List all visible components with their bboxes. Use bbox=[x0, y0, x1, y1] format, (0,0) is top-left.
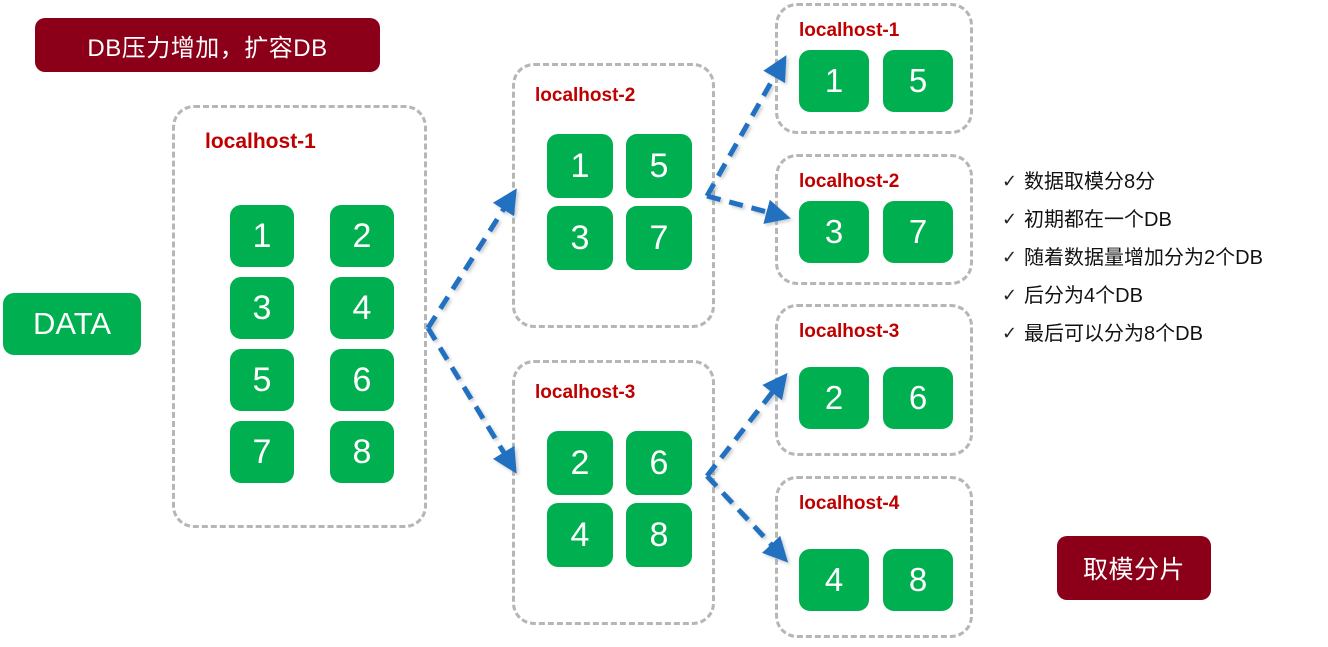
host-title: localhost-3 bbox=[799, 321, 900, 342]
shard-cell: 8 bbox=[883, 549, 953, 611]
shard-cell: 8 bbox=[626, 503, 692, 567]
check-icon: ✓ bbox=[1002, 209, 1018, 229]
host-title: localhost-4 bbox=[799, 493, 900, 514]
list-item-label: 随着数据量增加分为2个DB bbox=[1024, 247, 1263, 269]
arrow-split-localhost3-to-stage3 bbox=[705, 372, 789, 563]
host-container-stage3-localhost-4: localhost-4 4 8 bbox=[775, 476, 973, 638]
host-title: localhost-1 bbox=[799, 20, 900, 41]
shard-cell: 5 bbox=[626, 134, 692, 198]
shard-cell: 1 bbox=[547, 134, 613, 198]
shard-grid: 1 2 3 4 5 6 7 8 bbox=[230, 205, 394, 483]
check-icon: ✓ bbox=[1002, 247, 1018, 267]
list-item-label: 初期都在一个DB bbox=[1024, 209, 1172, 231]
shard-cell: 3 bbox=[799, 201, 869, 263]
shard-cell: 4 bbox=[547, 503, 613, 567]
shard-grid: 1 5 3 7 bbox=[547, 134, 692, 270]
shard-grid: 4 8 bbox=[799, 549, 953, 611]
list-item: ✓ 随着数据量增加分为2个DB bbox=[1002, 246, 1328, 271]
host-title: localhost-2 bbox=[535, 85, 636, 106]
shard-cell: 8 bbox=[330, 421, 394, 483]
shard-grid: 2 6 bbox=[799, 367, 953, 429]
host-container-stage2-localhost-2: localhost-2 1 5 3 7 bbox=[512, 63, 715, 328]
notes-list: ✓ 数据取模分8分 ✓ 初期都在一个DB ✓ 随着数据量增加分为2个DB ✓ 后… bbox=[1002, 170, 1328, 360]
shard-cell: 7 bbox=[883, 201, 953, 263]
shard-cell: 5 bbox=[230, 349, 294, 411]
shard-cell: 4 bbox=[330, 277, 394, 339]
host-container-stage3-localhost-3: localhost-3 2 6 bbox=[775, 304, 973, 456]
shard-cell: 5 bbox=[883, 50, 953, 112]
check-icon: ✓ bbox=[1002, 285, 1018, 305]
arrow-split-localhost2-to-stage3 bbox=[704, 55, 791, 224]
shard-cell: 2 bbox=[799, 367, 869, 429]
host-title: localhost-1 bbox=[205, 130, 316, 153]
list-item-label: 最后可以分为8个DB bbox=[1024, 323, 1203, 345]
shard-cell: 6 bbox=[626, 431, 692, 495]
shard-cell: 1 bbox=[230, 205, 294, 267]
shard-cell: 3 bbox=[230, 277, 294, 339]
shard-cell: 2 bbox=[547, 431, 613, 495]
shard-cell: 6 bbox=[330, 349, 394, 411]
check-icon: ✓ bbox=[1002, 171, 1018, 191]
shard-cell: 7 bbox=[230, 421, 294, 483]
host-container-stage3-localhost-2: localhost-2 3 7 bbox=[775, 154, 973, 285]
list-item-label: 后分为4个DB bbox=[1024, 285, 1143, 307]
shard-cell: 7 bbox=[626, 206, 692, 270]
host-title: localhost-2 bbox=[799, 171, 900, 192]
data-source-box: DATA bbox=[3, 293, 141, 355]
host-container-stage1-localhost-1: localhost-1 1 2 3 4 5 6 7 8 bbox=[172, 105, 427, 528]
shard-grid: 2 6 4 8 bbox=[547, 431, 692, 567]
shard-grid: 1 5 bbox=[799, 50, 953, 112]
check-icon: ✓ bbox=[1002, 323, 1018, 343]
list-item: ✓ 最后可以分为8个DB bbox=[1002, 322, 1328, 347]
shard-cell: 3 bbox=[547, 206, 613, 270]
list-item: ✓ 初期都在一个DB bbox=[1002, 208, 1328, 233]
shard-cell: 2 bbox=[330, 205, 394, 267]
list-item-label: 数据取模分8分 bbox=[1024, 171, 1156, 193]
host-title: localhost-3 bbox=[535, 382, 636, 403]
title-banner: DB压力增加，扩容DB bbox=[35, 18, 380, 72]
shard-cell: 4 bbox=[799, 549, 869, 611]
shard-cell: 6 bbox=[883, 367, 953, 429]
list-item: ✓ 后分为4个DB bbox=[1002, 284, 1328, 309]
host-container-stage3-localhost-1: localhost-1 1 5 bbox=[775, 3, 973, 134]
shard-grid: 3 7 bbox=[799, 201, 953, 263]
list-item: ✓ 数据取模分8分 bbox=[1002, 170, 1328, 195]
host-container-stage2-localhost-3: localhost-3 2 6 4 8 bbox=[512, 360, 715, 625]
shard-cell: 1 bbox=[799, 50, 869, 112]
footer-banner: 取模分片 bbox=[1057, 536, 1211, 600]
arrow-split-stage1-to-stage2 bbox=[425, 188, 517, 474]
